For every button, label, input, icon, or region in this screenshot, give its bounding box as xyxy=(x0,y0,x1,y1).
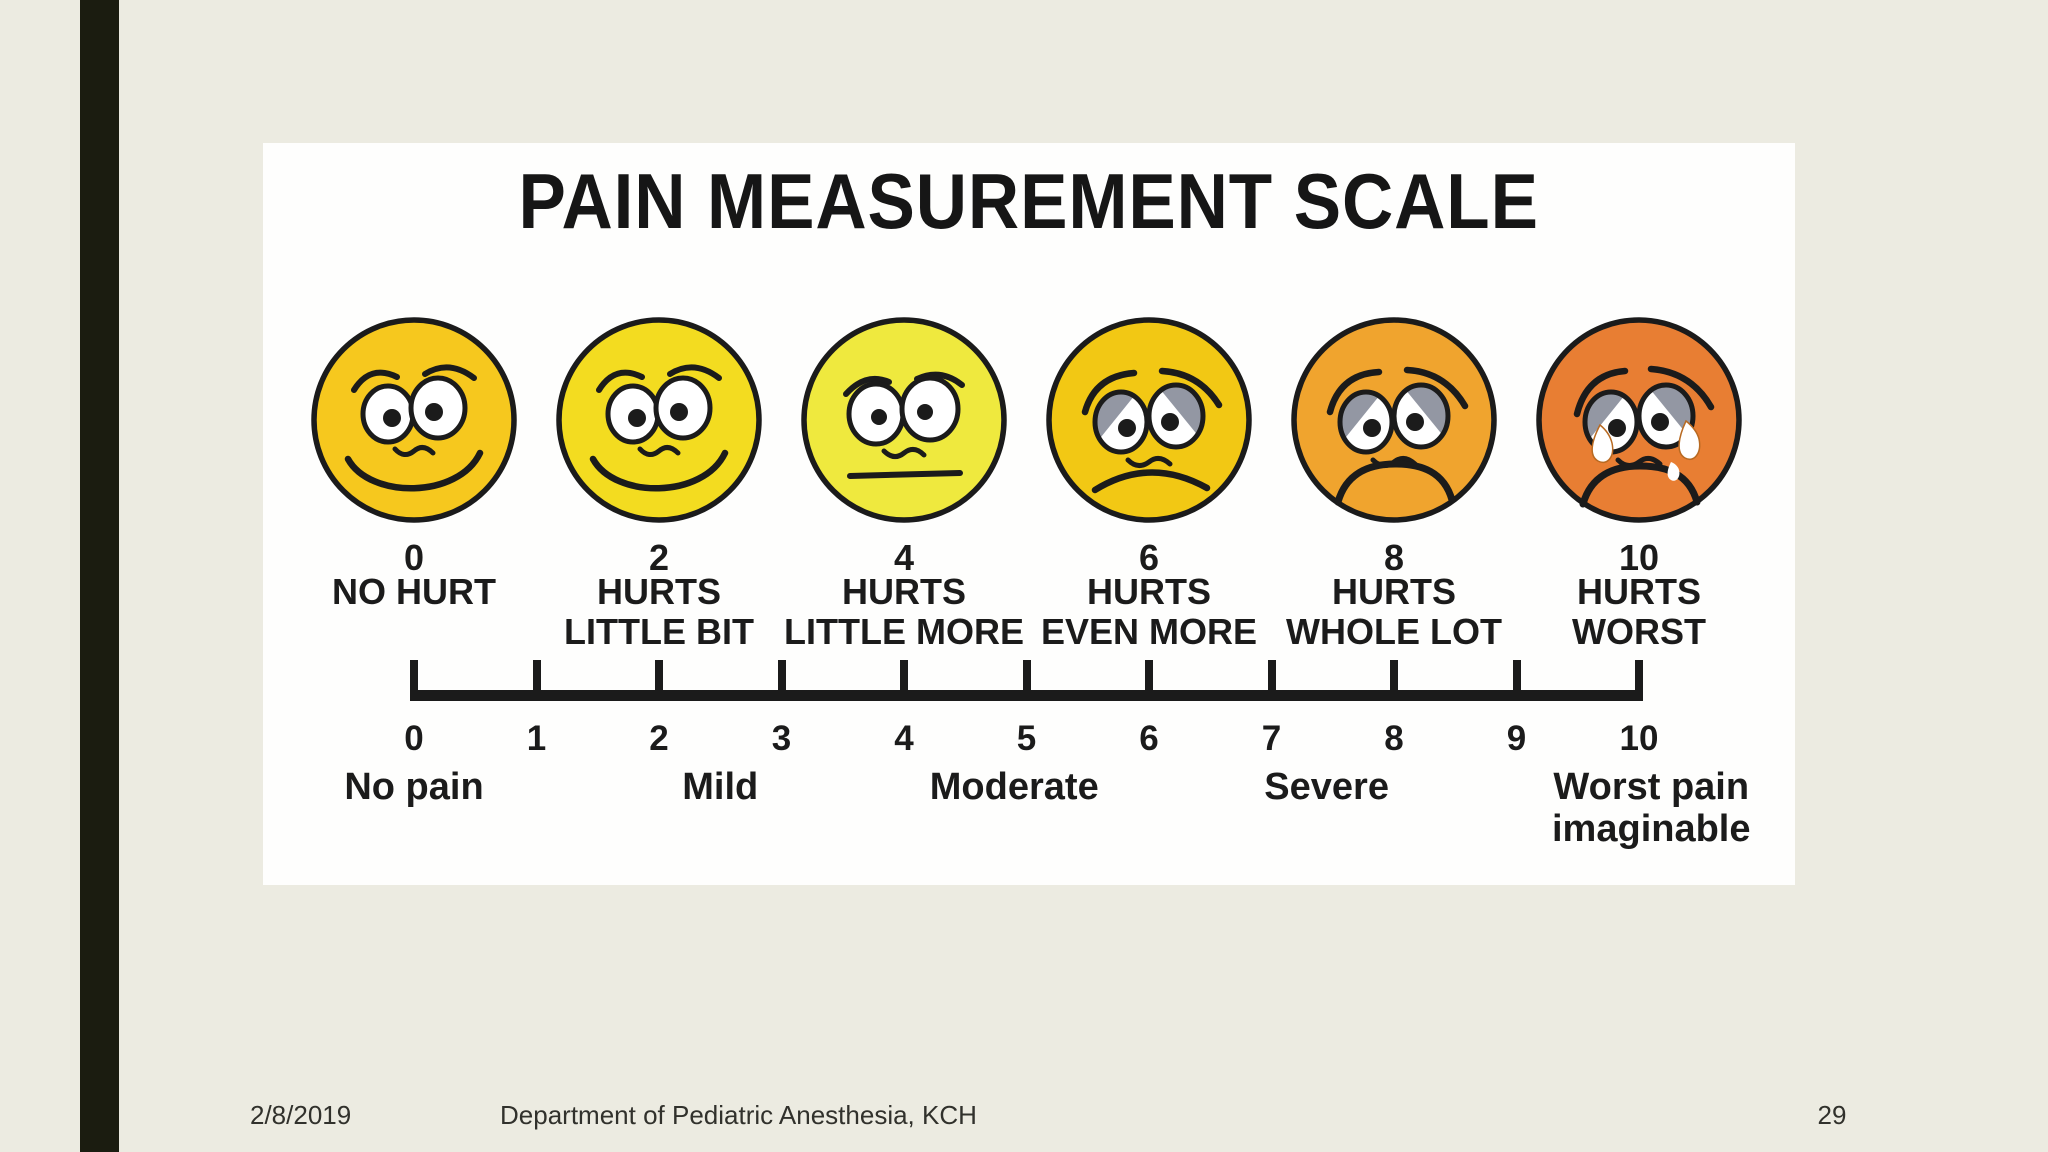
face-label: WORST xyxy=(1572,611,1706,652)
ruler-number: 4 xyxy=(894,719,914,758)
ruler-number: 0 xyxy=(404,719,424,758)
face-label: EVEN MORE xyxy=(1040,611,1258,652)
ruler-number: 6 xyxy=(1139,719,1159,758)
ruler-tick xyxy=(532,660,541,701)
face-value: 2 xyxy=(648,537,670,578)
left-accent-bar xyxy=(80,0,119,1152)
ruler-tick xyxy=(1267,660,1276,701)
figure-title: PAIN MEASUREMENT SCALE xyxy=(518,157,1540,245)
face-label: LITTLE BIT xyxy=(564,611,754,652)
ruler-number: 8 xyxy=(1384,719,1404,758)
face-value: 10 xyxy=(1618,537,1660,578)
neutral-face-icon xyxy=(801,317,1007,523)
ruler-number: 10 xyxy=(1619,719,1659,758)
ruler-number: 7 xyxy=(1261,719,1282,758)
face-label: HURTS xyxy=(1577,571,1701,612)
ruler-tick xyxy=(1390,660,1398,701)
figure-title-row: PAIN MEASUREMENT SCALE xyxy=(263,162,1795,240)
ruler-number: 9 xyxy=(1506,719,1527,758)
face-label: HURTS xyxy=(1087,571,1211,612)
ruler-tick xyxy=(1635,660,1643,701)
face-value: 0 xyxy=(403,537,425,578)
ruler-number: 1 xyxy=(526,719,547,758)
severity-label: No pain xyxy=(344,766,484,808)
face-value: 4 xyxy=(893,537,915,578)
face-label: HURTS xyxy=(842,571,966,612)
sad-face-icon xyxy=(1046,317,1252,523)
ruler-tick xyxy=(1512,660,1521,701)
happy-face-icon xyxy=(556,317,762,523)
footer-date: 2/8/2019 xyxy=(250,1100,352,1130)
severity-label: Worst pain imaginable xyxy=(1552,766,1751,850)
very-sad-face-icon xyxy=(1291,317,1497,523)
face-label: LITTLE MORE xyxy=(784,611,1024,652)
footer-page-number: 29 xyxy=(1817,1100,1847,1130)
severity-label: Mild xyxy=(682,766,759,808)
face-value: 6 xyxy=(1138,537,1160,578)
ruler-tick xyxy=(1145,660,1153,701)
ruler-tick xyxy=(410,660,418,701)
ruler-tick xyxy=(900,660,908,701)
crying-face-icon xyxy=(1536,317,1742,523)
footer-department: Department of Pediatric Anesthesia, KCH xyxy=(500,1100,977,1130)
happy-face-icon xyxy=(311,317,517,523)
ruler-number: 2 xyxy=(649,719,669,758)
severity-label: Severe xyxy=(1264,766,1389,808)
ruler-tick xyxy=(655,660,663,701)
face-label: HURTS xyxy=(1332,571,1456,612)
ruler-tick xyxy=(777,660,786,701)
ruler-number: 5 xyxy=(1016,719,1037,758)
ruler-number: 3 xyxy=(771,719,792,758)
face-label: NO HURT xyxy=(332,571,496,612)
face-label: HURTS xyxy=(597,571,721,612)
face-label: WHOLE LOT xyxy=(1286,611,1502,652)
ruler-tick xyxy=(1022,660,1031,701)
face-value: 8 xyxy=(1383,537,1405,578)
pain-scale-figure-panel xyxy=(263,143,1795,885)
severity-label: Moderate xyxy=(929,766,1099,808)
